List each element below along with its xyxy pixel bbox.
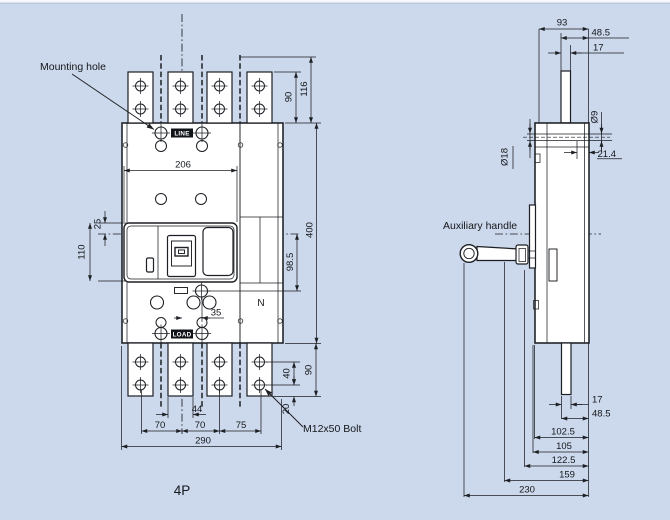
dim-206: 206 [175, 160, 191, 171]
dim-105: 105 [556, 441, 572, 452]
dim-d18: Ø18 [500, 148, 511, 166]
neutral-pole-label: N [257, 298, 264, 309]
dim-20: 20 [281, 404, 292, 415]
nameplate [202, 226, 234, 277]
top-terminal-shaft [560, 70, 572, 124]
dim-70b: 70 [195, 420, 206, 431]
front-dimensions: 90 116 400 98.5 206 25 110 [77, 56, 321, 450]
dim-110: 110 [77, 244, 88, 259]
auxiliary-handle [459, 243, 535, 265]
dim-159: 159 [559, 470, 575, 481]
dim-122-5: 122.5 [552, 455, 576, 466]
dim-44: 44 [192, 404, 203, 415]
aux-handle-label: Auxiliary handle [443, 220, 517, 232]
side-view: Auxiliary handle 93 48.5 17 Ø9 Ø1 [443, 18, 629, 498]
dim-230: 230 [519, 485, 535, 496]
bottom-terminal-shaft [560, 342, 572, 396]
dim-17-bottom: 17 [592, 395, 603, 406]
dim-d9: Ø9 [590, 111, 601, 124]
dim-290: 290 [195, 436, 211, 447]
dim-116: 116 [299, 81, 310, 96]
dim-48-5-top: 48.5 [592, 28, 611, 39]
dim-102-5: 102.5 [551, 427, 575, 438]
top-terminal-lugs [127, 71, 273, 124]
dim-21-4: 21.4 [598, 149, 617, 160]
dim-17-top: 17 [593, 43, 604, 54]
side-dimensions-top: 93 48.5 17 Ø9 Ø18 21.4 [500, 18, 629, 169]
handle-escutcheon [166, 234, 197, 278]
dim-98-5: 98.5 [285, 253, 296, 272]
mounting-hole-label: Mounting hole [40, 61, 106, 73]
escutcheon-profile [528, 204, 537, 269]
bolt-leader [264, 388, 304, 428]
dim-70a: 70 [155, 420, 166, 431]
side-dimensions-bottom: 17 48.5 102.5 105 122.5 159 230 [463, 262, 611, 498]
toggle-handle [174, 246, 189, 257]
dim-90-bottom: 90 [304, 365, 315, 376]
bolt-label: M12x50 Bolt [303, 423, 361, 435]
load-badge-text: LOAD [173, 332, 192, 339]
dim-400: 400 [305, 222, 316, 238]
dim-25: 25 [93, 219, 104, 230]
dim-75: 75 [236, 420, 247, 431]
dim-40: 40 [282, 368, 293, 379]
mounting-hole-leader [71, 73, 155, 130]
dim-35: 35 [211, 308, 222, 319]
line-badge-text: LINE [174, 131, 189, 138]
dim-93: 93 [557, 18, 568, 29]
top-strip [0, 0, 670, 3]
face-plate [123, 222, 238, 283]
case-screws [122, 142, 283, 324]
dim-48-5-bottom: 48.5 [592, 409, 611, 420]
pole-count-caption: 4P [174, 483, 191, 498]
bottom-terminal-lugs [127, 342, 273, 397]
front-view: LINE N [40, 14, 361, 498]
top-mounting-holes [151, 123, 212, 152]
front-phantom-lines [160, 55, 241, 407]
trip-button [145, 257, 155, 273]
line-badge: LINE [171, 128, 193, 138]
side-body [534, 122, 590, 344]
load-badge: LOAD [171, 329, 193, 339]
dim-90-top: 90 [284, 92, 295, 103]
